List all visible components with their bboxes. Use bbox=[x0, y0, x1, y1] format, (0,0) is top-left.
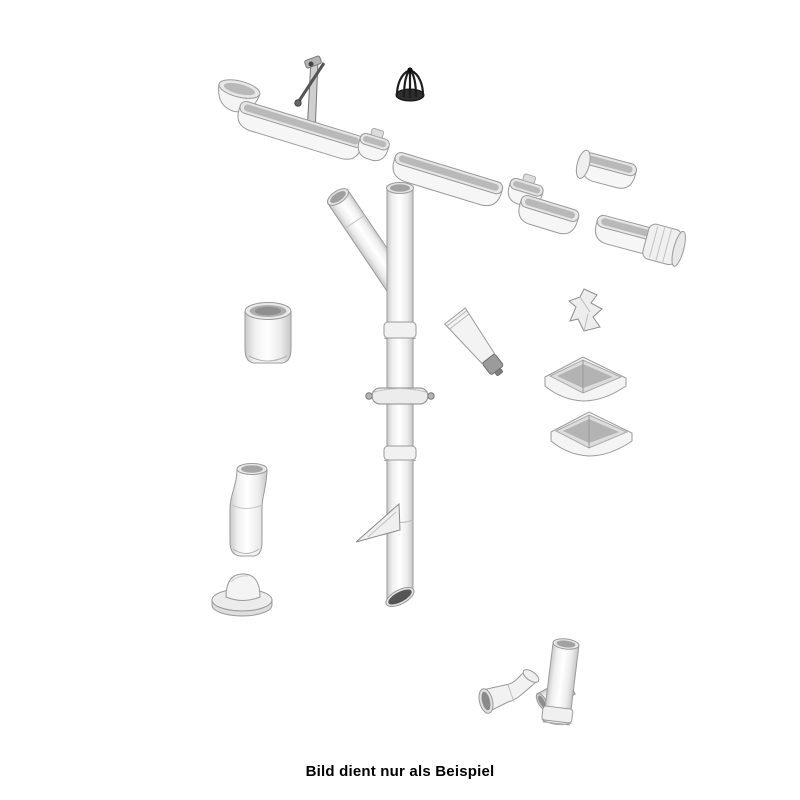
base-cap bbox=[211, 573, 273, 617]
metal-connector-clip bbox=[568, 288, 603, 332]
gutter-corner-2 bbox=[550, 411, 633, 457]
gutter-end-piece bbox=[575, 149, 637, 189]
offset-bend bbox=[229, 463, 268, 557]
pipe-elbow bbox=[478, 669, 540, 714]
leaf-strainer bbox=[395, 67, 425, 102]
pipe-branch-fitting bbox=[541, 638, 580, 726]
downpipe bbox=[383, 182, 417, 608]
pipe-clamp bbox=[365, 387, 435, 405]
gutter-section-3 bbox=[518, 194, 580, 235]
caption: Bild dient nur als Beispiel bbox=[305, 763, 495, 780]
pipe-wedge-bracket bbox=[355, 502, 401, 543]
gutter-section-with-sleeve bbox=[594, 214, 686, 267]
gutter-section-1 bbox=[237, 100, 364, 160]
pipe-coupling bbox=[244, 302, 292, 364]
gutter-section-2 bbox=[392, 151, 504, 207]
gutter-corner-1 bbox=[544, 356, 627, 402]
gutter-connector bbox=[357, 127, 390, 162]
sealant-tube bbox=[444, 307, 504, 376]
